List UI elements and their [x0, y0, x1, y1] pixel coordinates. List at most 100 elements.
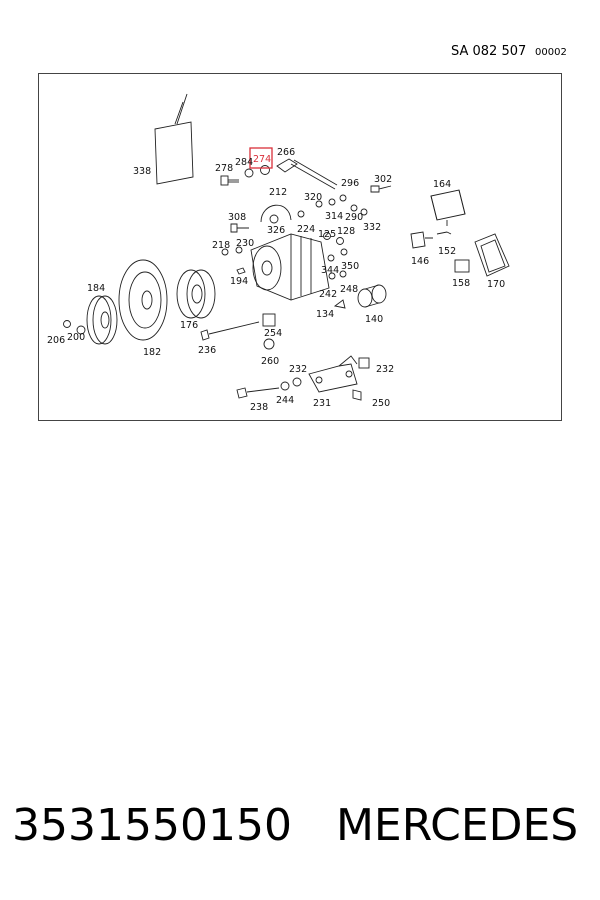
part-242-nut: [328, 272, 336, 280]
brand-name: MERCEDES: [335, 800, 579, 851]
part-290-nut: [350, 204, 358, 212]
part-caption: 3531550150 MERCEDES: [12, 800, 578, 851]
callout-260: 260: [261, 356, 279, 367]
part-296-nut: [339, 194, 347, 202]
callout-290: 290: [345, 212, 363, 223]
part-308-bolt: [230, 223, 249, 233]
callout-344: 344: [321, 265, 339, 276]
callout-182: 182: [143, 347, 161, 358]
part-152-screw: [436, 231, 452, 235]
part-326-nut: [269, 214, 279, 224]
part-230-washer: [235, 246, 243, 254]
part-134-clip: [333, 299, 346, 309]
callout-244: 244: [276, 395, 294, 406]
callout-140: 140: [365, 314, 383, 325]
diagram-code: SA 082 507: [451, 44, 527, 59]
part-266-bracket: [276, 158, 338, 190]
highlight-box-274: [249, 147, 273, 169]
callout-242: 242: [319, 289, 337, 300]
callout-232-right: 232: [376, 364, 394, 375]
callout-164: 164: [433, 179, 451, 190]
part-344-nut: [327, 254, 335, 262]
exploded-diagram: 338 278 284 274 266 212 320 296 302 164 …: [47, 93, 510, 413]
part-146-connector: [410, 231, 433, 249]
callout-labels: 338 278 284 274 266 212 320 296 302 164 …: [47, 147, 505, 413]
callout-254: 254: [264, 328, 282, 339]
callout-184: 184: [87, 283, 105, 294]
part-238-bolt: [236, 387, 280, 399]
part-194-clip: [236, 267, 246, 275]
callout-218: 218: [212, 240, 230, 251]
callout-176: 176: [180, 320, 198, 331]
part-140-bushing: [357, 284, 387, 308]
callout-314: 314: [325, 211, 343, 222]
part-314-nut: [328, 198, 336, 206]
exploded-diagram-frame: 338 278 284 274 266 212 320 296 302 164 …: [38, 73, 562, 421]
part-176-rotor: [176, 269, 216, 319]
callout-224: 224: [297, 224, 315, 235]
callout-238: 238: [250, 402, 268, 413]
callout-206: 206: [47, 335, 65, 346]
part-184-pulley: [86, 295, 118, 345]
part-128-nut: [336, 237, 344, 245]
part-number: 3531550150: [12, 800, 292, 851]
callout-158: 158: [452, 278, 470, 289]
part-drawings: [63, 93, 510, 401]
callout-134: 134: [316, 309, 334, 320]
part-236-bolt: [200, 321, 260, 341]
part-212-brush-holder: [260, 204, 292, 223]
part-232-nut: [358, 357, 370, 369]
part-332-nut: [360, 208, 368, 216]
callout-230: 230: [236, 238, 254, 249]
part-338-tag: [154, 93, 194, 185]
part-254-sleeve: [262, 313, 276, 327]
callout-302: 302: [374, 174, 392, 185]
callout-194: 194: [230, 276, 248, 287]
callout-170: 170: [487, 279, 505, 290]
part-182-fan: [118, 259, 168, 341]
part-274-spacer: [260, 165, 270, 175]
callout-326: 326: [267, 225, 285, 236]
part-250-bolt: [352, 389, 362, 401]
callout-128: 128: [337, 226, 355, 237]
part-164-regulator: [430, 189, 466, 226]
callout-231: 231: [313, 398, 331, 409]
callout-274[interactable]: 274: [253, 154, 271, 165]
part-284-washer: [244, 168, 254, 178]
part-224-nut: [297, 210, 305, 218]
part-158-plug: [454, 259, 470, 273]
part-244-washer: [280, 381, 290, 391]
part-125-nut: [323, 232, 331, 240]
callout-125: 125: [318, 229, 336, 240]
part-218-washer: [221, 248, 229, 256]
callout-320: 320: [304, 192, 322, 203]
part-231-bracket: [308, 355, 358, 393]
part-320-nut: [315, 200, 323, 208]
part-278-bolt: [220, 175, 239, 186]
callout-278: 278: [215, 163, 233, 174]
callout-232-left: 232: [289, 364, 307, 375]
callout-308: 308: [228, 212, 246, 223]
part-248-nut: [339, 270, 347, 278]
callout-248: 248: [340, 284, 358, 295]
part-260-bushing: [263, 338, 275, 350]
callout-350: 350: [341, 261, 359, 272]
sheet-number: 00002: [535, 47, 567, 58]
part-alternator-housing: [250, 233, 330, 301]
callout-296: 296: [341, 178, 359, 189]
callout-266: 266: [277, 147, 295, 158]
callout-250: 250: [372, 398, 390, 409]
part-170-cover: [474, 233, 510, 277]
callout-338: 338: [133, 166, 151, 177]
part-350-nut: [340, 248, 348, 256]
part-200-washer: [76, 325, 86, 335]
callout-284: 284: [235, 157, 253, 168]
callout-212: 212: [269, 187, 287, 198]
callout-146: 146: [411, 256, 429, 267]
part-spacer: [292, 377, 302, 387]
callout-236: 236: [198, 345, 216, 356]
callout-200: 200: [67, 332, 85, 343]
part-206-nut: [63, 320, 71, 328]
callout-332: 332: [363, 222, 381, 233]
part-302-bolt: [370, 185, 392, 193]
